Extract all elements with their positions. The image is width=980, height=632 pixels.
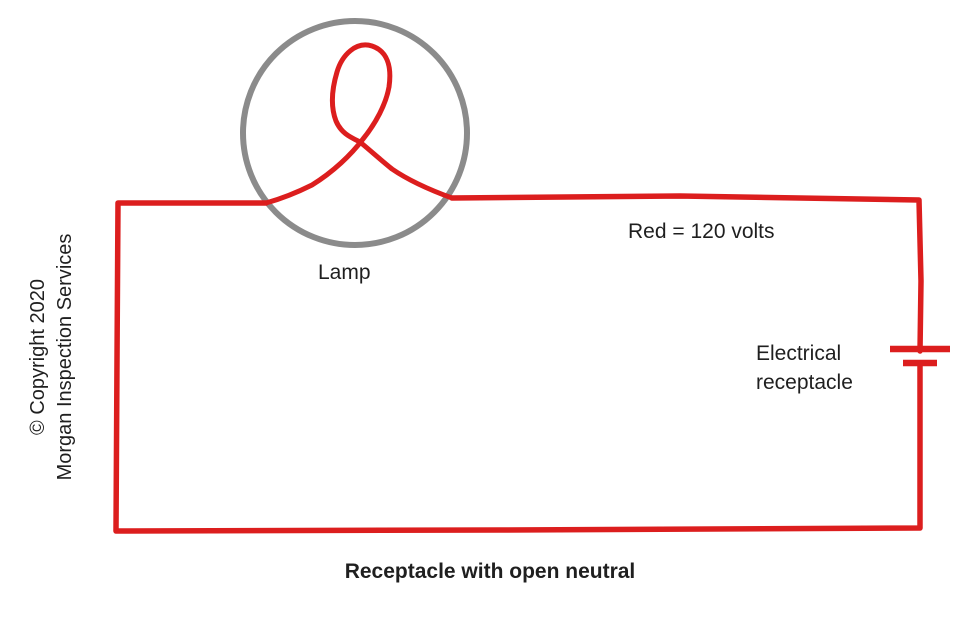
lamp-label: Lamp [318, 261, 371, 284]
receptacle-label: Electrical receptacle [756, 342, 853, 394]
receptacle-symbol [890, 345, 950, 367]
lamp-filament [263, 42, 455, 206]
circuit-wire [113, 193, 924, 534]
diagram-caption: Receptacle with open neutral [344, 560, 636, 583]
copyright-line-2: Morgan Inspection Services [54, 233, 76, 481]
wire-voltage-label: Red = 120 volts [628, 220, 775, 243]
copyright-line-1: © Copyright 2020 [27, 279, 49, 435]
copyright-notice: © Copyright 2020 Morgan Inspection Servi… [25, 234, 79, 481]
lamp-bulb-icon [240, 18, 470, 248]
